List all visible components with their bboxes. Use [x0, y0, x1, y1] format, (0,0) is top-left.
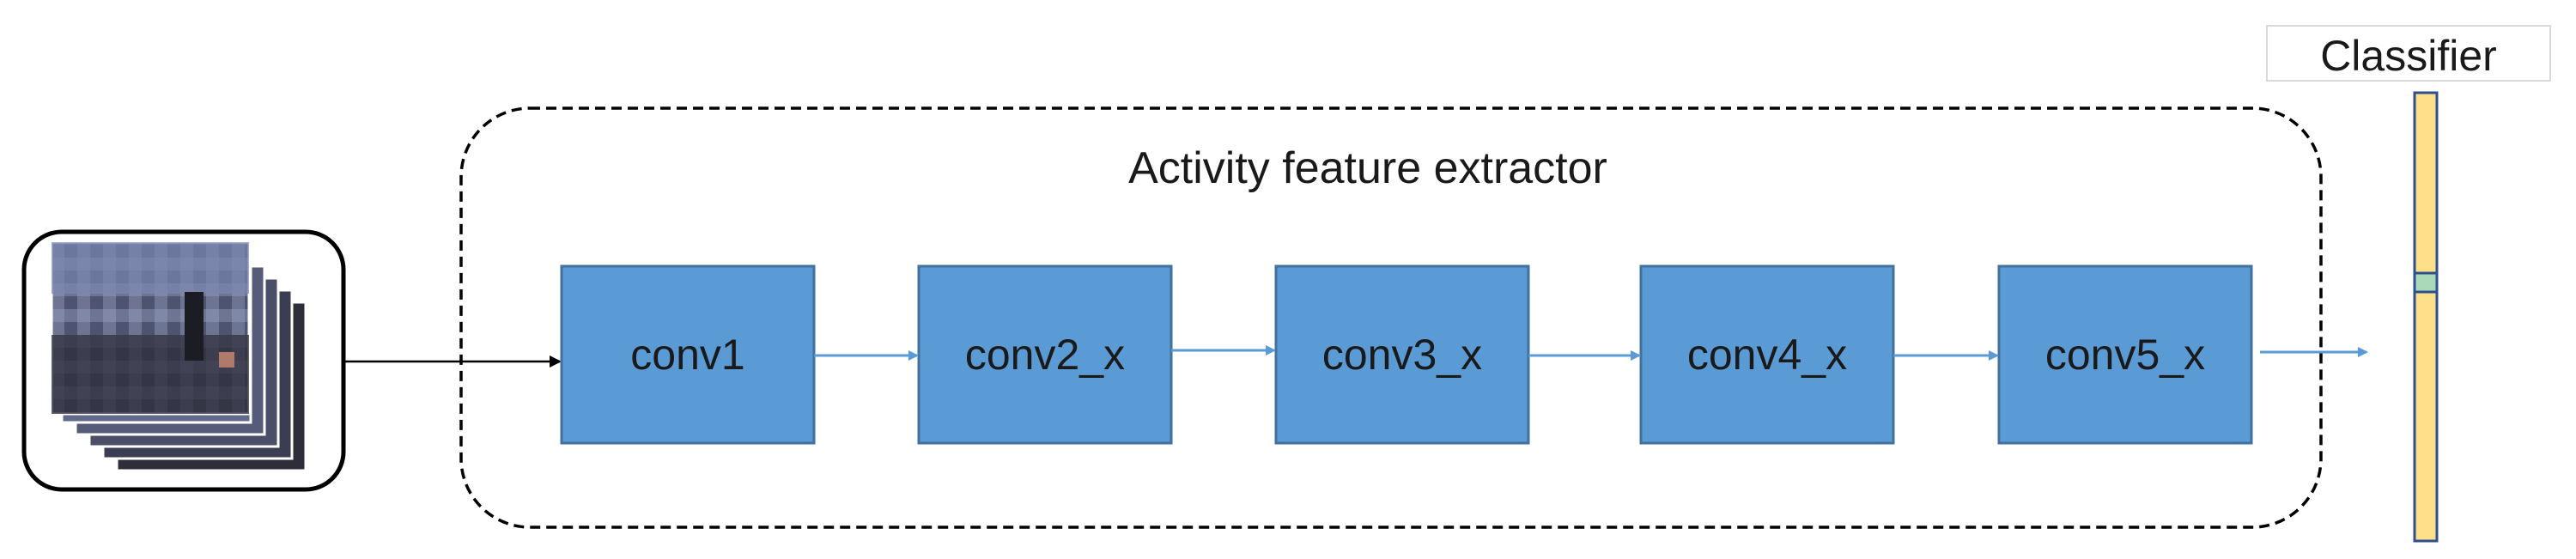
conv4-label: conv4_x [1687, 331, 1847, 379]
input-frames [21, 229, 346, 492]
extractor-title: Activity feature extractor [1128, 143, 1607, 193]
conv-block-2: conv2_x [917, 264, 1173, 445]
classifier-title: Classifier [2320, 32, 2497, 80]
video-frames-icon [50, 240, 307, 472]
conv2-box [917, 264, 1173, 445]
conv3-box [1274, 264, 1530, 445]
conv1-box [560, 264, 816, 445]
classifier-title-box [2266, 25, 2551, 82]
classifier: Classifier [2266, 25, 2551, 543]
conv3-label: conv3_x [1322, 331, 1482, 379]
conv-block-1: conv1 [560, 264, 816, 445]
classifier-vector-bottom [2413, 290, 2439, 543]
conv5-label: conv5_x [2045, 331, 2205, 379]
conv-block-4: conv4_x [1639, 264, 1895, 445]
conv5-box [1997, 264, 2253, 445]
conv-block-3: conv3_x [1274, 264, 1530, 445]
conv4-box [1639, 264, 1895, 445]
conv-block-5: conv5_x [1997, 264, 2253, 445]
classifier-vector-highlight [2413, 271, 2439, 294]
conv2-label: conv2_x [965, 331, 1125, 379]
conv1-label: conv1 [630, 331, 744, 379]
classifier-vector-top [2413, 91, 2439, 275]
